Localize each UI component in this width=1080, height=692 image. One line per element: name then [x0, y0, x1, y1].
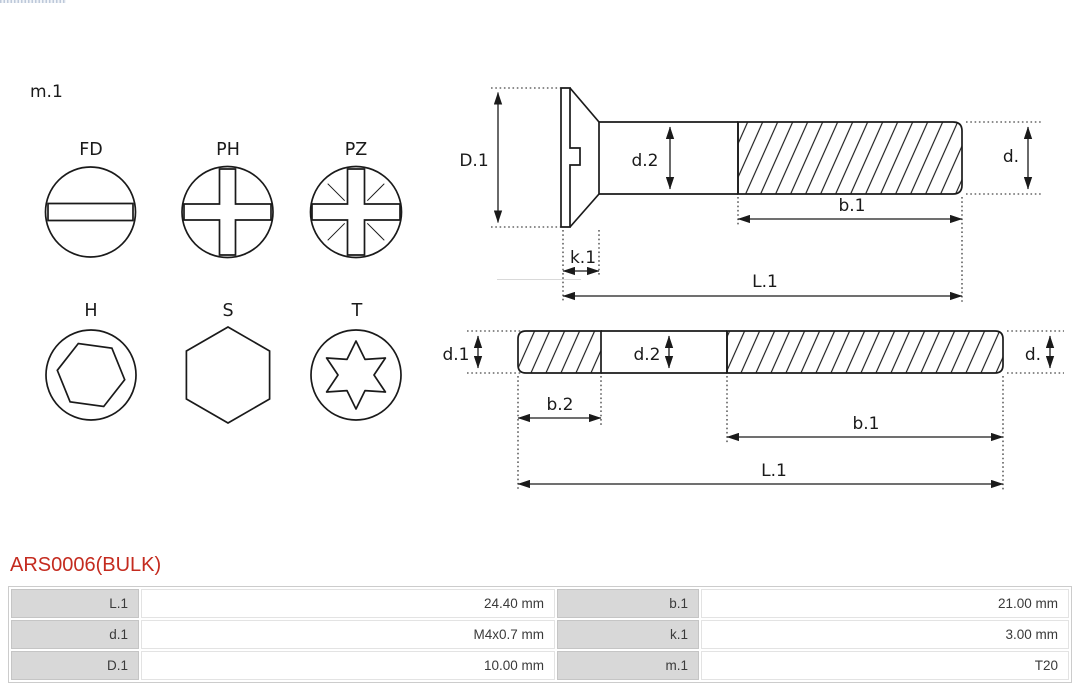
spec-value-k1: 3.00 mm [701, 620, 1069, 649]
spec-value-m1: T20 [701, 651, 1069, 680]
spec-label-L1: L.1 [11, 589, 139, 618]
faint-guide-line [497, 279, 581, 280]
spec-value-b1: 21.00 mm [701, 589, 1069, 618]
spec-value-d1: M4x0.7 mm [141, 620, 555, 649]
dim-label-L1-top: L.1 [752, 272, 778, 292]
spec-label-m1: m.1 [557, 651, 699, 680]
dim-label-d2-top: d.2 [631, 151, 658, 171]
torx-icon-label: T [351, 301, 363, 321]
stud-drawing: d.1 d.2 d. b.2 b.1 L.1 [442, 330, 1064, 490]
hex-socket-icon-label: H [84, 301, 97, 321]
pz-icon-label: PZ [345, 140, 368, 160]
dim-label-b1-top: b.1 [838, 196, 865, 216]
spec-table: L.1 24.40 mm b.1 21.00 mm d.1 M4x0.7 mm … [8, 586, 1072, 683]
ph-icon: PH [181, 140, 274, 259]
spec-label-D1: D.1 [11, 651, 139, 680]
dim-label-b1-bottom: b.1 [852, 414, 879, 434]
hex-external-icon: S [185, 301, 271, 424]
hex-external-icon-label: S [222, 301, 233, 321]
dim-label-d2-bottom: d.2 [633, 345, 660, 365]
torx-icon: T [310, 301, 402, 421]
dim-label-k1: k.1 [570, 248, 596, 268]
dim-label-D1: D.1 [459, 151, 488, 171]
spec-row: d.1 M4x0.7 mm k.1 3.00 mm [11, 620, 1069, 649]
spec-section: ARS0006(BULK) L.1 24.40 mm b.1 21.00 mm … [8, 554, 1072, 683]
ph-icon-label: PH [216, 140, 240, 160]
spec-label-d1: d.1 [11, 620, 139, 649]
screw-head-outline [560, 87, 581, 228]
dim-label-b2: b.2 [546, 395, 573, 415]
spec-value-L1: 24.40 mm [141, 589, 555, 618]
dim-label-d-bottom: d. [1025, 345, 1041, 365]
part-number-title: ARS0006(BULK) [10, 554, 162, 576]
spec-row: D.1 10.00 mm m.1 T20 [11, 651, 1069, 680]
stud-thread-right [726, 330, 1004, 374]
spec-label-k1: k.1 [557, 620, 699, 649]
spec-value-D1: 10.00 mm [141, 651, 555, 680]
dim-label-d-top: d. [1003, 147, 1019, 167]
countersunk-screw-drawing: D.1 d.2 d. b.1 k.1 L.1 [459, 87, 1041, 302]
fd-icon-label: FD [79, 140, 103, 160]
m1-label: m.1 [30, 82, 63, 102]
hex-socket-icon: H [45, 301, 137, 421]
spec-label-b1: b.1 [557, 589, 699, 618]
fd-icon: FD [44, 140, 137, 258]
dim-label-L1-bottom: L.1 [761, 461, 787, 481]
page-corner-artifact [0, 0, 66, 3]
screw-thread [737, 121, 963, 195]
dim-label-d1: d.1 [442, 345, 469, 365]
pz-icon: PZ [309, 140, 403, 259]
stud-thread-left [517, 330, 602, 374]
spec-row: L.1 24.40 mm b.1 21.00 mm [11, 589, 1069, 618]
technical-drawing: m.1 FD PH PZ H S [30, 82, 1064, 490]
